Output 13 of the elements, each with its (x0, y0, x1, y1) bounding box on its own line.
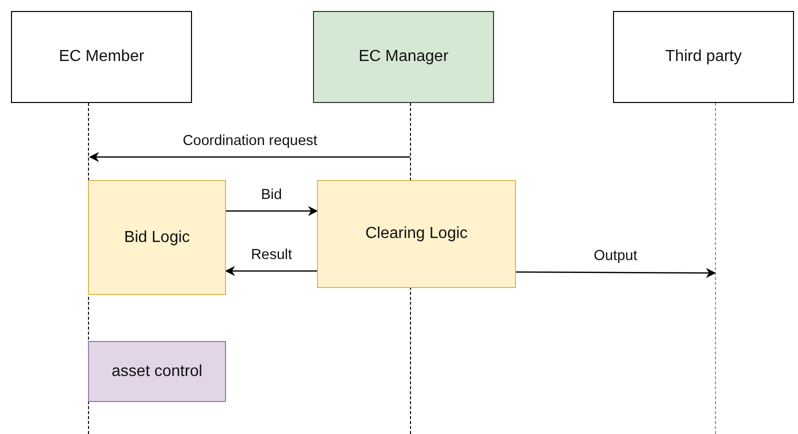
arrow (516, 268, 716, 278)
process-box: asset control (88, 341, 226, 402)
arrow (225, 266, 317, 276)
arrow (89, 152, 410, 162)
process-box: Bid Logic (88, 180, 226, 295)
process-box: Clearing Logic (317, 180, 516, 288)
arrow (226, 206, 318, 216)
process-box: EC Manager (313, 11, 494, 103)
process-box: Third party (613, 11, 794, 103)
edge-label: Coordination request (180, 132, 320, 150)
process-box: EC Member (11, 11, 192, 103)
lifeline (715, 103, 717, 434)
edge-label: Output (592, 247, 640, 265)
